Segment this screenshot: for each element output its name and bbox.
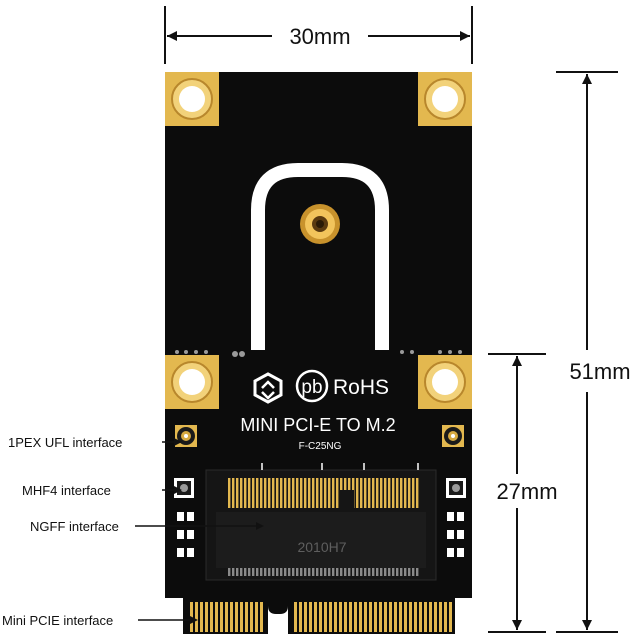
callout-mini-pcie-label: Mini PCIE interface xyxy=(2,613,113,628)
smd-pads-left xyxy=(177,512,194,557)
screw-standoff xyxy=(300,204,340,244)
mount-pad-top-left xyxy=(165,72,219,126)
height-dim-label: 51mm xyxy=(569,359,630,384)
callout-ufl-label: 1PEX UFL interface xyxy=(8,435,122,450)
height-dim-arrow-top xyxy=(582,74,592,84)
callout-ufl: 1PEX UFL interface xyxy=(8,435,182,450)
pcb-step-left xyxy=(165,594,183,598)
lower-height-dimension: 27mm xyxy=(488,353,558,633)
rohs-text: RoHS xyxy=(333,376,389,399)
ngff-connector: 2010H7 xyxy=(205,463,437,581)
brand-text: pb xyxy=(301,377,322,398)
brand-logo-icon xyxy=(253,372,283,404)
board-model: F-C25NG xyxy=(299,441,342,452)
lower-dim-arrow-bottom xyxy=(512,620,522,630)
edge-contacts xyxy=(190,602,452,632)
pb-mark: pb xyxy=(295,369,329,403)
via-dots xyxy=(175,350,462,357)
ngff-chip-body xyxy=(216,512,426,568)
ngff-key-notch xyxy=(340,490,354,508)
width-dim-label: 30mm xyxy=(289,24,350,49)
board-title: MINI PCI-E TO M.2 xyxy=(240,415,395,435)
mhf4-connector-right xyxy=(446,478,466,498)
mount-pad-mid-left xyxy=(165,355,219,409)
lower-dim-label: 27mm xyxy=(496,479,557,504)
callout-mini-pcie: Mini PCIE interface xyxy=(2,613,198,628)
callout-ngff-label: NGFF interface xyxy=(30,519,119,534)
height-dimension: 51mm xyxy=(556,71,631,633)
mhf4-connector xyxy=(174,478,194,498)
pcb-step-right xyxy=(455,594,472,598)
u-outline-silkscreen xyxy=(251,163,389,350)
width-dimension: 30mm xyxy=(164,6,473,64)
mount-pad-top-right xyxy=(418,72,472,126)
chip-marking: 2010H7 xyxy=(297,539,346,555)
width-dim-arrow-right xyxy=(460,31,470,41)
callout-ngff: NGFF interface xyxy=(30,519,264,534)
smd-pads-right xyxy=(447,512,464,557)
adapter-board: pb RoHS MINI PCI-E TO M.2 F-C25NG xyxy=(165,72,472,634)
ngff-pins xyxy=(228,478,419,576)
callout-mhf4-label: MHF4 interface xyxy=(22,483,111,498)
mount-pad-mid-right xyxy=(418,355,472,409)
callout-mhf4: MHF4 interface xyxy=(22,483,182,498)
ufl-connector-right xyxy=(442,425,464,447)
lower-dim-arrow-top xyxy=(512,356,522,366)
height-dim-arrow-bottom xyxy=(582,620,592,630)
width-dim-arrow-left xyxy=(167,31,177,41)
